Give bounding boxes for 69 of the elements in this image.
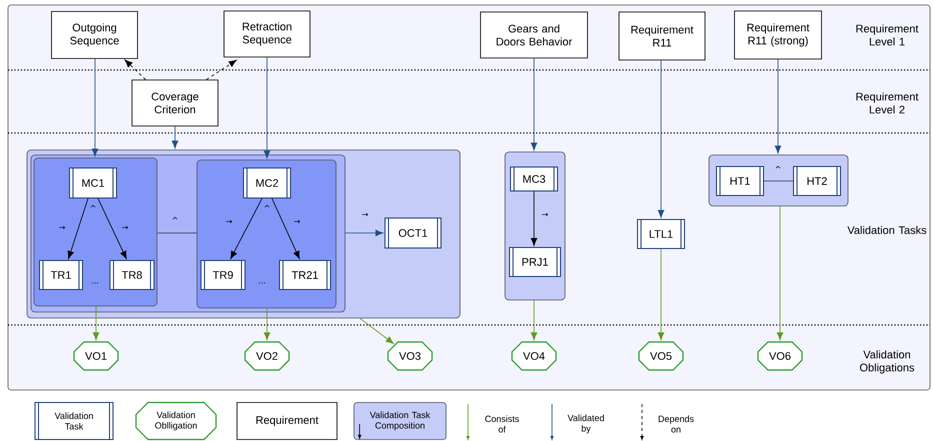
legend-item: Validation Task Composition: [354, 402, 446, 440]
arrow: [530, 58, 538, 150]
requirement-box: Requirement R11 (strong): [734, 10, 822, 60]
arrow: [92, 306, 100, 340]
arrow: [264, 57, 270, 158]
operator-symbol: ^: [776, 166, 780, 168]
arrow: [530, 300, 538, 340]
connector-line: [157, 232, 198, 234]
level-label: Validation Obligations: [860, 350, 914, 374]
arrow: [230, 198, 262, 259]
task-box: TR8: [110, 260, 155, 290]
arrow: [658, 60, 664, 218]
task-box: HT2: [793, 166, 841, 196]
task-box: MC3: [510, 166, 558, 192]
task-box: PRJ1: [509, 246, 561, 278]
obligation-octagon: VO4: [511, 341, 557, 371]
task-box: HT1: [716, 166, 764, 196]
arrow: [68, 198, 88, 259]
operator-symbol: →: [59, 226, 65, 230]
task-box: OCT1: [384, 217, 442, 249]
legend-item: Validation Task: [34, 402, 114, 440]
operator-symbol: ^: [264, 205, 270, 208]
task-box: TR1: [39, 260, 84, 290]
requirement-box: Gears and Doors Behavior: [480, 12, 588, 58]
obligation-octagon: VO1: [73, 341, 119, 371]
arrow: [658, 248, 664, 340]
obligation-octagon: VO3: [387, 341, 433, 371]
arrow: [172, 126, 178, 148]
arrow: [98, 198, 127, 259]
operator-symbol: →: [542, 212, 548, 216]
task-box: MC2: [243, 167, 291, 199]
connector-line: [764, 180, 794, 182]
obligation-octagon: VO6: [757, 341, 803, 371]
obligation-octagon: VO2: [244, 341, 290, 371]
operator-symbol: ...: [259, 282, 265, 284]
obligation-octagon: VO5: [638, 341, 684, 371]
legend-label: Consists of: [485, 415, 519, 433]
legend-item: Requirement: [236, 402, 338, 440]
arrow: [530, 191, 538, 246]
task-box: TR9: [200, 260, 246, 290]
requirement-box: Requirement R11: [618, 12, 706, 60]
requirement-box: Coverage Criterion: [132, 80, 218, 126]
arrow: [124, 60, 146, 80]
level-label: Requirement Level 2: [856, 92, 918, 114]
arrow: [776, 206, 784, 340]
operator-symbol: →: [294, 220, 300, 224]
arrow: [774, 59, 782, 154]
operator-symbol: ...: [92, 282, 98, 284]
task-box: LTL1: [637, 218, 685, 250]
level-label: Requirement Level 1: [856, 24, 918, 46]
arrow: [345, 230, 384, 236]
task-box: MC1: [69, 167, 118, 199]
arrow: [264, 308, 270, 340]
operator-symbol: →: [122, 226, 128, 230]
operator-symbol: ^: [90, 205, 96, 208]
arrow: [272, 198, 300, 259]
legend-label: Depends on: [658, 415, 694, 433]
arrow: [206, 60, 237, 80]
task-box: TR21: [279, 260, 331, 290]
arrow: [92, 58, 98, 156]
requirement-box: Outgoing Sequence: [51, 11, 138, 59]
arrow: [360, 318, 394, 344]
requirement-box: Retraction Sequence: [224, 10, 310, 58]
level-label: Validation Tasks: [847, 226, 926, 234]
operator-symbol: →: [226, 220, 232, 224]
legend-label: Validated by: [568, 414, 604, 434]
operator-symbol: →: [362, 212, 368, 216]
operator-symbol: ^: [172, 217, 178, 220]
legend-item: Validation Oblligation: [135, 402, 217, 440]
